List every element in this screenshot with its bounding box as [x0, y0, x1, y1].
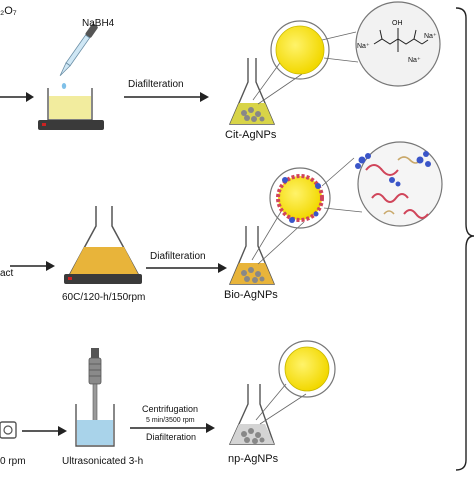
- top-beaker: [38, 88, 104, 130]
- mid-product-liquid: [230, 263, 274, 284]
- ultrasonicator-icon: [88, 348, 102, 429]
- bot-zoom-circle: [278, 340, 336, 398]
- mid-hotplate: [64, 274, 142, 284]
- top-hotplate: [38, 120, 104, 130]
- na-left-label: Na⁺: [357, 43, 370, 50]
- bot-left-cut-label: 0 rpm: [0, 456, 26, 467]
- bio-nanoparticle: [276, 174, 324, 222]
- bare-nanoparticle: [284, 346, 330, 392]
- droplet-icon: [61, 83, 67, 89]
- bot-step-label: Ultrasonicated 3-h: [62, 456, 143, 467]
- bot-arrow-head: [206, 423, 215, 433]
- mid-left-cut-label: act: [0, 268, 14, 279]
- top-arrow-label: Diafilteration: [128, 79, 184, 90]
- bot-product-label: np-AgNPs: [228, 453, 279, 465]
- bot-beaker: [75, 404, 115, 447]
- mid-condition-label: 60C/120-h/150rpm: [62, 292, 145, 303]
- mid-left-arrow-head: [46, 261, 55, 271]
- reagent-label: NaBH4: [82, 18, 115, 29]
- bot-arrow-2-label: Diafilteration: [146, 432, 196, 442]
- mid-product-flask: [228, 226, 276, 285]
- top-beaker-liquid: [49, 96, 91, 119]
- top-flask: [228, 58, 276, 125]
- top-zoom-circle: [270, 20, 330, 80]
- na-right-label: Na⁺: [424, 33, 437, 40]
- na-bottom-label: Na⁺: [408, 57, 421, 64]
- citrate-structure: [373, 28, 429, 52]
- mid-product-label: Bio-AgNPs: [224, 289, 278, 301]
- top-left-arrow-head: [26, 92, 34, 102]
- mid-arrow-label: Diafilteration: [150, 251, 206, 262]
- right-bracket: [455, 7, 474, 471]
- bot-beaker-liquid: [77, 420, 113, 445]
- top-arrow-head: [200, 92, 209, 102]
- protein-structures: [355, 151, 431, 219]
- bot-product-flask: [228, 384, 275, 445]
- oh-label: OH: [392, 20, 403, 27]
- citrate-nanoparticle: [275, 25, 325, 75]
- mid-flask: [64, 206, 142, 284]
- mid-arrow-head: [218, 263, 227, 273]
- pipette-icon: [59, 23, 98, 77]
- bot-arrow-label: Centrifugation: [142, 404, 198, 414]
- camera-icon: [0, 421, 17, 439]
- top-product-label: Cit-AgNPs: [225, 129, 277, 141]
- mid-zoom-circle: [269, 167, 331, 229]
- bot-arrow-detail: 5 min/3500 rpm: [146, 417, 195, 424]
- bot-left-arrow-head: [58, 426, 67, 436]
- mid-flask-liquid: [70, 247, 138, 274]
- top-left-cut-label: ₂O₇: [0, 5, 17, 17]
